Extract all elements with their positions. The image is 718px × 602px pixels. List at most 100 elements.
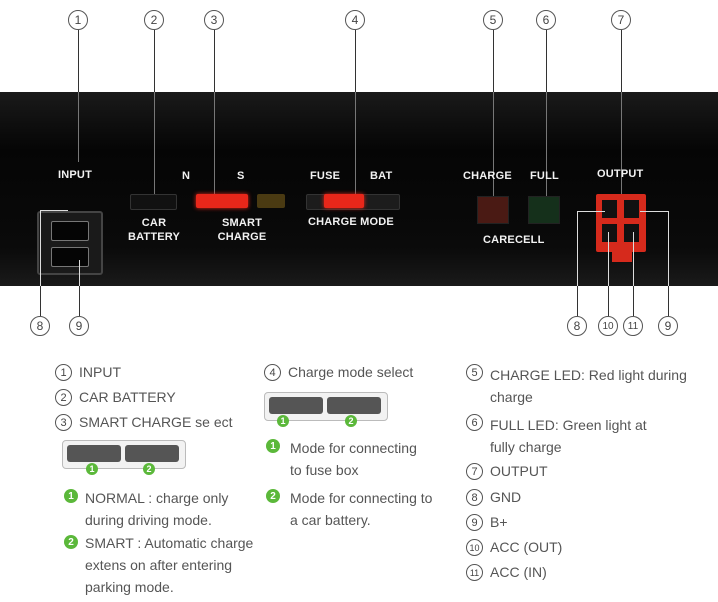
label-fuse: FUSE <box>310 170 341 182</box>
legend-full-led: FULL LED: Green light at fully charge <box>490 414 647 458</box>
label-charge-mode: CHARGE MODE <box>308 216 394 228</box>
smart-diagram-dot-2: 2 <box>143 463 155 475</box>
output-pin-1 <box>602 200 617 218</box>
legend-smart-charge: SMART CHARGE se ect <box>79 414 233 430</box>
callout-2: 2 <box>144 10 164 30</box>
label-car-battery: CAR BATTERY <box>124 216 184 244</box>
label-car-battery-line2: BATTERY <box>127 231 181 243</box>
leader-line-1 <box>78 30 79 92</box>
car-battery-switch[interactable] <box>130 194 177 210</box>
legend-full-led-line1: FULL LED: Green light at <box>490 417 647 433</box>
callout-11: 11 <box>623 316 643 336</box>
leader-bot-8a <box>40 286 41 316</box>
leader-inner-5 <box>493 92 494 197</box>
output-pin-3 <box>602 224 617 242</box>
mode-note-dot-1: 1 <box>266 439 280 453</box>
input-bracket-top <box>40 210 68 211</box>
callout-9-right: 9 <box>658 316 678 336</box>
leader-inner-7 <box>621 92 622 202</box>
mode-diagram-btn-1 <box>269 397 323 414</box>
out-leader-11 <box>633 232 634 312</box>
callout-7: 7 <box>611 10 631 30</box>
leader-line-6 <box>546 30 547 92</box>
label-output: OUTPUT <box>597 168 644 180</box>
input-port-top <box>51 221 89 241</box>
mode-note-1-line1: Mode for connecting <box>290 440 417 456</box>
callout-9-left: 9 <box>69 316 89 336</box>
callout-4: 4 <box>345 10 365 30</box>
input-port-bottom <box>51 247 89 267</box>
callout-1: 1 <box>68 10 88 30</box>
mode-note-2: Mode for connecting to a car battery. <box>290 487 432 531</box>
smart-note-1: NORMAL : charge only during driving mode… <box>85 487 228 531</box>
out-leader-10 <box>608 232 609 312</box>
legend-num-7: 7 <box>466 463 483 480</box>
output-pin-2 <box>624 200 639 218</box>
smart-note-dot-2: 2 <box>64 535 78 549</box>
input-bracket-left <box>40 210 41 312</box>
leader-line-3 <box>214 30 215 92</box>
smart-note-2-line1: SMART : Automatic charge <box>85 535 254 551</box>
out-leader-8v <box>577 211 578 312</box>
output-connector <box>596 194 646 252</box>
legend-num-2: 2 <box>55 389 72 406</box>
leader-bot-9a <box>79 286 80 316</box>
leader-inner-2 <box>154 92 155 194</box>
legend-charge-led-line1: CHARGE LED: Red light during <box>490 367 687 383</box>
leader-inner-4 <box>355 92 356 194</box>
leader-line-5 <box>493 30 494 92</box>
full-led <box>528 196 560 224</box>
smart-note-2-line3: parking mode. <box>85 579 174 595</box>
mode-diagram-dot-1: 1 <box>277 415 289 427</box>
charge-led <box>477 196 509 224</box>
callout-8-left: 8 <box>30 316 50 336</box>
legend-car-battery: CAR BATTERY <box>79 389 176 405</box>
mode-note-2-line1: Mode for connecting to <box>290 490 433 506</box>
smart-diagram-dot-1: 1 <box>86 463 98 475</box>
label-car-battery-line1: CAR <box>141 217 167 229</box>
label-smart-charge: SMART CHARGE <box>210 216 274 244</box>
legend-num-6: 6 <box>466 414 483 431</box>
callout-10: 10 <box>598 316 618 336</box>
mode-diagram-dot-2: 2 <box>345 415 357 427</box>
legend-num-10: 10 <box>466 539 483 556</box>
label-s: S <box>237 170 245 182</box>
callout-3: 3 <box>204 10 224 30</box>
legend-charge-led-line2: charge <box>490 389 533 405</box>
leader-inner-3 <box>214 92 215 196</box>
out-leader-9v <box>668 211 669 312</box>
leader-inner-6 <box>546 92 547 197</box>
charge-mode-switch[interactable] <box>324 194 364 208</box>
legend-b-plus: B+ <box>490 514 508 530</box>
legend-acc-in: ACC (IN) <box>490 564 547 580</box>
smart-note-2-line2: extens on after entering <box>85 557 233 573</box>
mode-note-1-line2: to fuse box <box>290 462 359 478</box>
legend-num-8: 8 <box>466 489 483 506</box>
mode-note-2-line2: a car battery. <box>290 512 371 528</box>
mode-note-1: Mode for connecting to fuse box <box>290 437 417 481</box>
smart-note-dot-1: 1 <box>64 489 78 503</box>
device-panel: INPUT CAR BATTERY N S SMART CHARGE FUSE … <box>0 92 718 312</box>
legend-charge-led: CHARGE LED: Red light during charge <box>490 364 687 408</box>
smart-diagram-btn-1 <box>67 445 121 462</box>
legend-num-1: 1 <box>55 364 72 381</box>
leader-bot-9b <box>668 286 669 316</box>
label-smart-charge-line1: SMART <box>221 217 263 229</box>
smart-charge-switch[interactable] <box>196 194 248 208</box>
smart-note-1-line2: during driving mode. <box>85 512 212 528</box>
smart-charge-slot <box>257 194 285 208</box>
label-bat: BAT <box>370 170 393 182</box>
leader-line-7 <box>621 30 622 92</box>
label-full: FULL <box>530 170 559 182</box>
legend-full-led-line2: fully charge <box>490 439 562 455</box>
output-latch <box>612 252 632 262</box>
legend-num-3: 3 <box>55 414 72 431</box>
label-n: N <box>182 170 191 182</box>
input-connector <box>37 211 103 275</box>
legend-num-11: 11 <box>466 564 483 581</box>
leader-bot-11 <box>633 286 634 316</box>
leader-bot-8b <box>577 286 578 316</box>
label-smart-charge-line2: CHARGE <box>217 231 267 243</box>
smart-note-2: SMART : Automatic charge extens on after… <box>85 532 253 598</box>
legend-input: INPUT <box>79 364 121 380</box>
